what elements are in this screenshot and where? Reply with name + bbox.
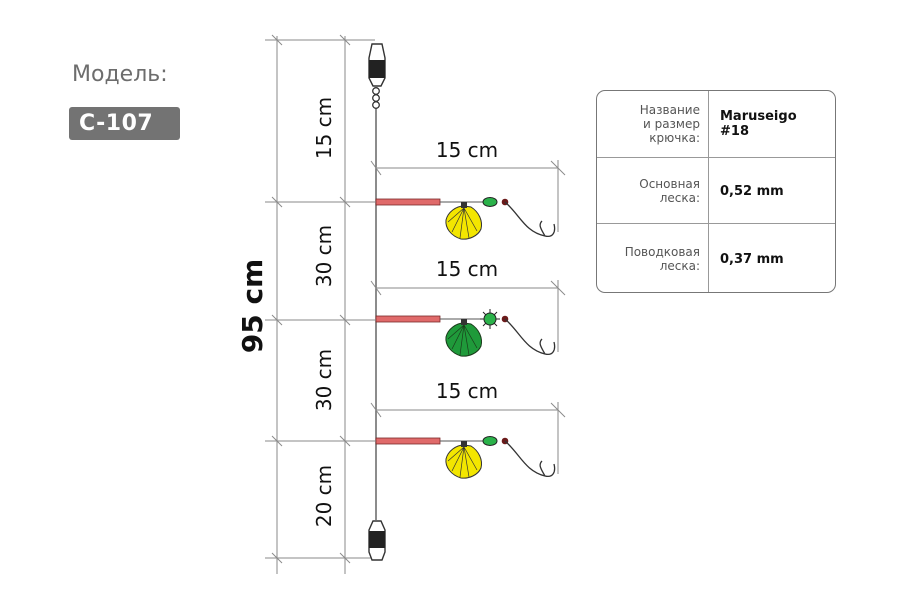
leader-3-tube <box>375 437 441 445</box>
spec-label-leader-line: Поводковая леска: <box>597 224 709 292</box>
model-label: Модель: <box>72 62 168 87</box>
spec-label-hook: Название и размер крючка: <box>597 91 709 157</box>
leader-2-shell-icon <box>445 319 482 357</box>
leader-1-bead-icon <box>482 197 498 207</box>
dimension-lines <box>265 34 375 574</box>
leader-3: 15 cm <box>370 379 566 479</box>
spec-row-main-line: Основная леска: 0,52 mm <box>597 157 835 224</box>
spec-value-hook: Maruseigo #18 <box>720 109 797 139</box>
top-sinker-icon <box>368 43 386 87</box>
leader-3-bead-icon <box>482 436 498 446</box>
segment-label-1: 15 cm <box>312 97 336 159</box>
leader-1: 15 cm <box>370 138 566 240</box>
leader-2-tube <box>375 315 441 323</box>
leader-3-hook-icon <box>504 440 556 478</box>
leader-2: 15 cm <box>370 257 566 357</box>
segment-label-3: 30 cm <box>312 349 336 411</box>
leader-2-bead-icon <box>480 309 500 329</box>
total-length-label: 95 cm <box>236 259 269 354</box>
spec-value-leader-line: 0,37 mm <box>720 251 784 267</box>
leader-2-hook-icon <box>504 318 556 356</box>
bottom-sinker-icon <box>368 520 386 561</box>
leader-1-tube <box>375 198 441 206</box>
leader-1-length-label: 15 cm <box>436 138 498 162</box>
spec-table: Название и размер крючка: Maruseigo #18 … <box>596 90 836 293</box>
swivel-icon <box>372 87 380 109</box>
segment-label-2: 30 cm <box>312 225 336 287</box>
leader-1-hook-icon <box>504 201 556 238</box>
spec-row-leader-line: Поводковая леска: 0,37 mm <box>597 223 835 292</box>
spec-value-main-line: 0,52 mm <box>720 183 784 199</box>
model-code-badge: C-107 <box>69 107 180 140</box>
leader-1-shell-icon <box>445 202 482 240</box>
leader-2-length-label: 15 cm <box>436 257 498 281</box>
spec-row-hook: Название и размер крючка: Maruseigo #18 <box>597 91 835 157</box>
segment-label-4: 20 cm <box>312 465 336 527</box>
spec-label-main-line: Основная леска: <box>597 158 709 224</box>
leader-3-shell-icon <box>445 441 482 479</box>
leader-3-length-label: 15 cm <box>436 379 498 403</box>
